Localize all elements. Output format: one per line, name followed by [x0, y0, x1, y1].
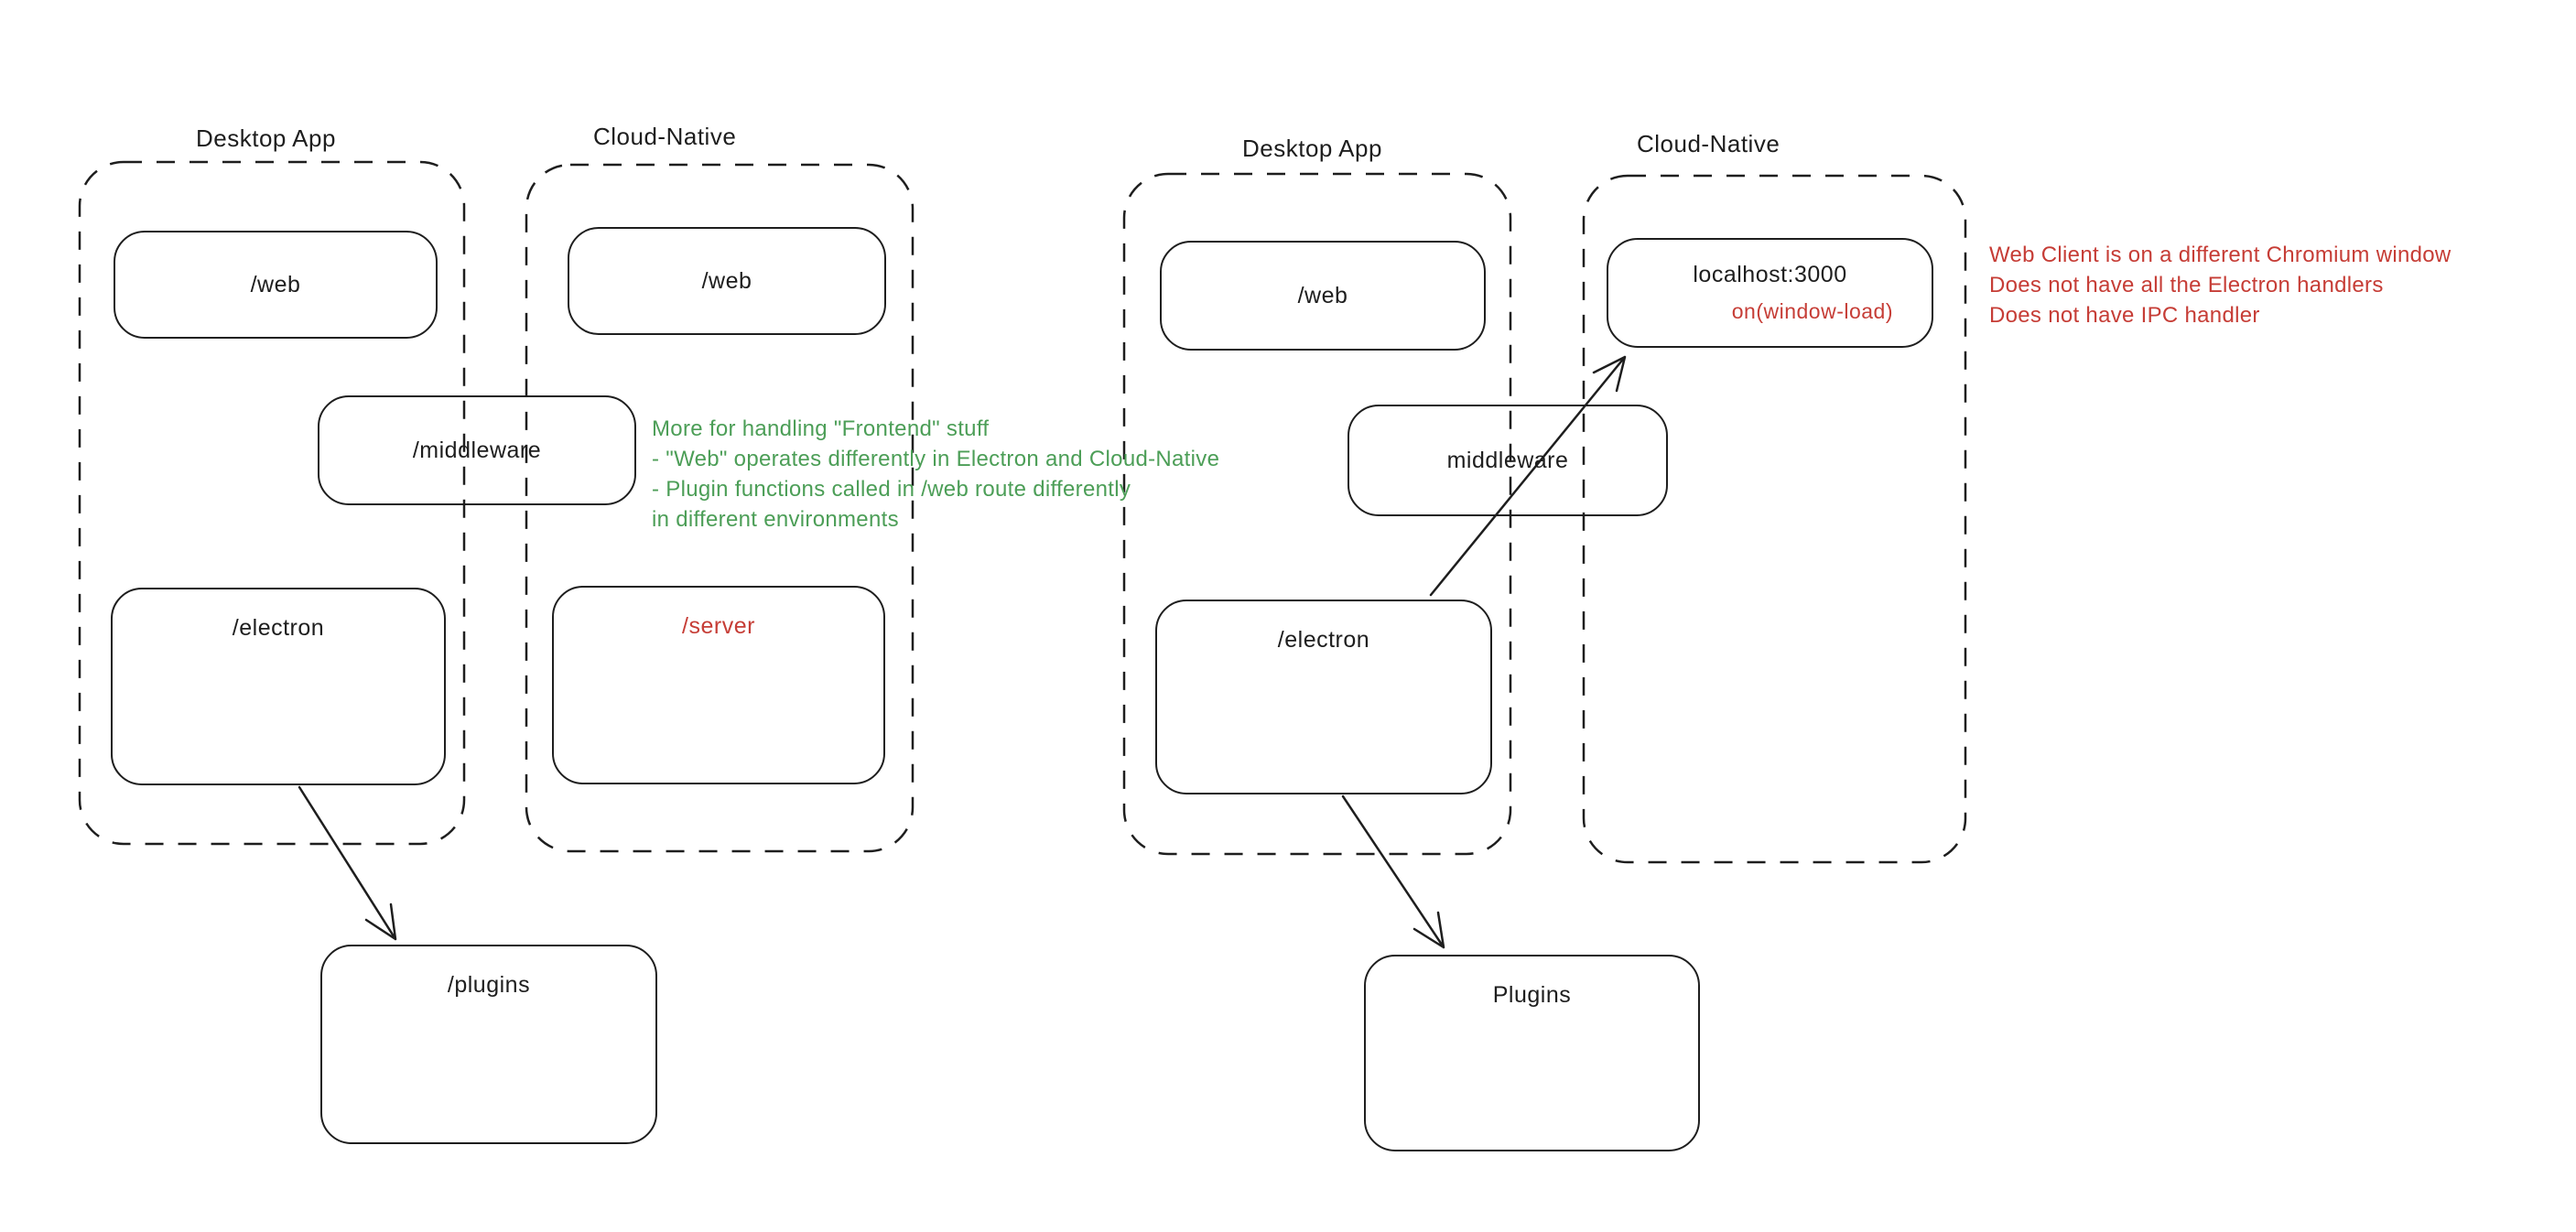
node-middleware-left[interactable]: /middleware — [318, 395, 636, 505]
on-window-load-label: on(window-load) — [1731, 299, 1893, 323]
green-annotation-line-3: - Plugin functions called in /web route … — [652, 477, 1131, 502]
group-label-cloud-native-left[interactable]: Cloud-Native — [593, 123, 737, 150]
node-localhost-3000-label: localhost:3000 — [1693, 262, 1847, 287]
node-middleware-left-label: /middleware — [412, 437, 542, 463]
node-plugins-right-label: Plugins — [1492, 982, 1572, 1008]
node-electron-left[interactable]: /electron — [111, 588, 446, 785]
group-label-desktop-app-right[interactable]: Desktop App — [1242, 135, 1382, 162]
green-annotation[interactable]: More for handling "Frontend" stuff - "We… — [652, 414, 1219, 535]
node-plugins-left-label: /plugins — [447, 972, 531, 998]
group-label-cloud-native-right[interactable]: Cloud-Native — [1637, 130, 1780, 157]
node-server-left-label: /server — [682, 613, 755, 639]
red-annotation-line-2: Does not have all the Electron handlers — [1989, 273, 2384, 297]
node-localhost-3000[interactable]: localhost:3000 on(window-load) — [1607, 238, 1933, 348]
green-annotation-line-4: in different environments — [652, 507, 899, 532]
red-annotation-line-1: Web Client is on a different Chromium wi… — [1989, 243, 2452, 267]
node-electron-left-label: /electron — [232, 615, 325, 641]
node-plugins-left[interactable]: /plugins — [320, 945, 657, 1144]
node-web-right-label: /web — [1297, 282, 1348, 308]
group-label-desktop-app-left[interactable]: Desktop App — [196, 124, 336, 152]
node-plugins-right[interactable]: Plugins — [1364, 955, 1700, 1151]
red-annotation[interactable]: Web Client is on a different Chromium wi… — [1989, 240, 2452, 330]
arrow-electron-to-plugins-left[interactable] — [298, 785, 397, 941]
node-electron-right-label: /electron — [1277, 627, 1370, 653]
node-web-desktop-left-label: /web — [250, 271, 301, 297]
green-annotation-line-1: More for handling "Frontend" stuff — [652, 416, 990, 441]
node-middleware-right-label: middleware — [1446, 447, 1569, 473]
node-web-cloud-left-label: /web — [701, 267, 752, 294]
red-annotation-line-3: Does not have IPC handler — [1989, 303, 2260, 328]
node-server-left[interactable]: /server — [552, 586, 885, 784]
green-annotation-line-2: - "Web" operates differently in Electron… — [652, 447, 1220, 471]
arrow-electron-to-plugins-right[interactable] — [1341, 794, 1445, 949]
node-web-right[interactable]: /web — [1160, 241, 1486, 351]
node-electron-right[interactable]: /electron — [1155, 600, 1492, 794]
node-middleware-right[interactable]: middleware — [1348, 405, 1668, 516]
node-web-desktop-left[interactable]: /web — [114, 231, 438, 339]
node-web-cloud-left[interactable]: /web — [568, 227, 886, 335]
